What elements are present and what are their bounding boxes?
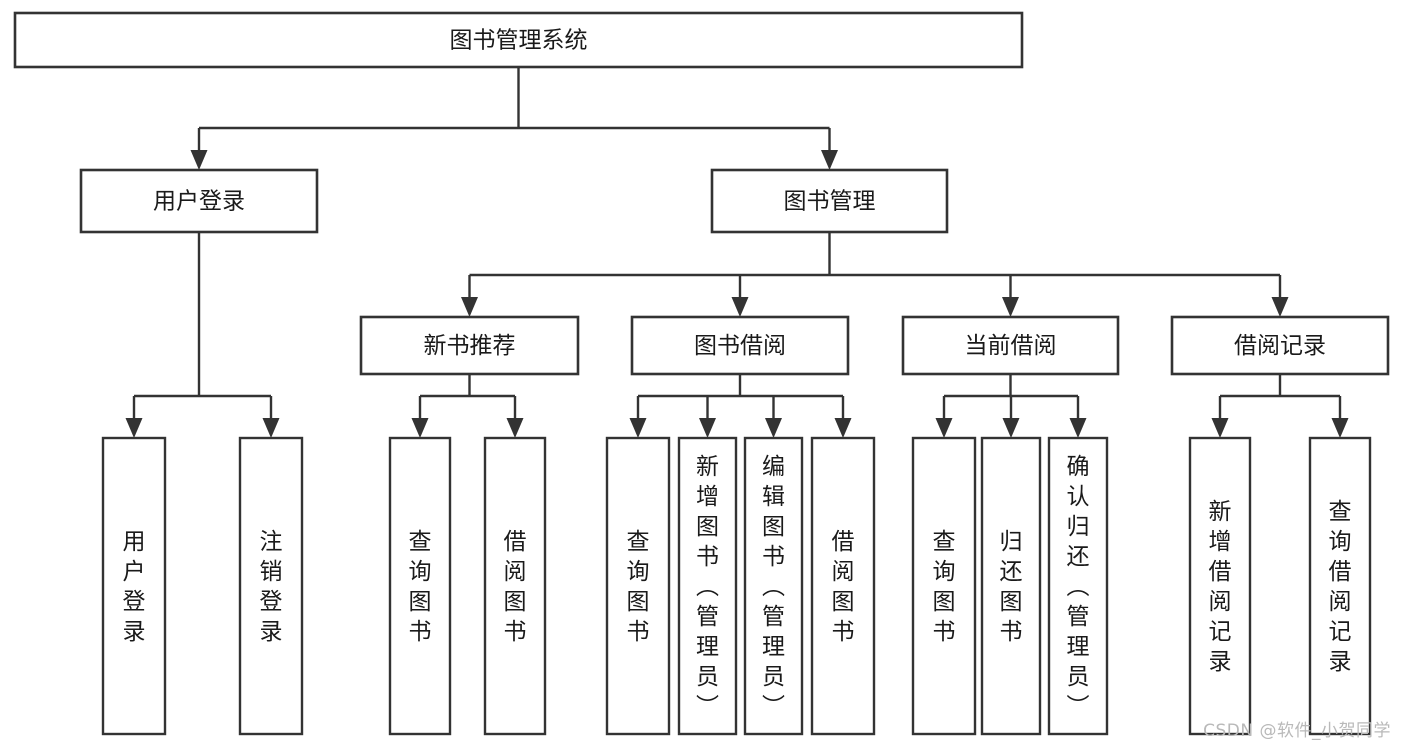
node-box-leaf-current-return[interactable] — [980, 436, 1042, 736]
arrow-head-icon — [834, 418, 852, 438]
arrow-head-icon — [411, 418, 429, 438]
node-leaf-borrow-query[interactable]: 查询图书 — [605, 436, 671, 736]
node-leaf-current-return[interactable]: 归还图书 — [980, 436, 1042, 736]
edge-group-borrow-record — [1211, 374, 1349, 438]
node-label-leaf-recommend-borrow: 借阅图书 — [504, 529, 527, 645]
node-box-book-borrow[interactable] — [630, 315, 850, 376]
node-leaf-recommend-query[interactable]: 查询图书 — [388, 436, 452, 736]
node-box-leaf-borrow-do[interactable] — [810, 436, 876, 736]
edge-group-current-borrow — [935, 374, 1087, 438]
connector-layer — [125, 67, 1349, 438]
node-leaf-recommend-borrow[interactable]: 借阅图书 — [483, 436, 547, 736]
arrow-head-icon — [731, 297, 749, 317]
node-label-book-manage: 图书管理 — [784, 189, 876, 215]
node-box-current-borrow[interactable] — [901, 315, 1120, 376]
node-leaf-borrow-add[interactable]: 新增图书︵管理员︶ — [677, 436, 738, 736]
node-box-new-book-recommend[interactable] — [359, 315, 580, 376]
node-box-root[interactable] — [13, 11, 1024, 69]
node-box-leaf-user-login[interactable] — [101, 436, 167, 736]
node-box-leaf-record-query[interactable] — [1308, 436, 1372, 736]
node-box-leaf-recommend-query[interactable] — [388, 436, 452, 736]
edge-group-book-borrow — [629, 374, 852, 438]
node-label-leaf-user-logout: 注销登录 — [260, 529, 283, 645]
arrow-head-icon — [699, 418, 716, 438]
arrow-head-icon — [935, 418, 953, 438]
node-leaf-current-confirm[interactable]: 确认归还︵管理员︶ — [1047, 436, 1109, 736]
node-label-leaf-recommend-query: 查询图书 — [409, 529, 432, 645]
node-book-borrow[interactable]: 图书借阅 — [630, 315, 850, 376]
node-label-leaf-borrow-add: 新增图书︵管理员︶ — [696, 454, 719, 720]
node-box-leaf-borrow-query[interactable] — [605, 436, 671, 736]
node-current-borrow[interactable]: 当前借阅 — [901, 315, 1120, 376]
node-leaf-user-logout[interactable]: 注销登录 — [238, 436, 304, 736]
edge-group-root — [190, 67, 838, 170]
node-leaf-user-login[interactable]: 用户登录 — [101, 436, 167, 736]
node-label-user-login: 用户登录 — [153, 189, 245, 215]
node-user-login[interactable]: 用户登录 — [79, 168, 319, 234]
node-label-leaf-borrow-edit: 编辑图书︵管理员︶ — [762, 454, 785, 720]
arrow-head-icon — [1331, 418, 1349, 438]
node-leaf-record-add[interactable]: 新增借阅记录 — [1188, 436, 1252, 736]
arrow-head-icon — [506, 418, 524, 438]
arrow-head-icon — [1069, 418, 1087, 438]
node-new-book-recommend[interactable]: 新书推荐 — [359, 315, 580, 376]
node-label-book-borrow: 图书借阅 — [694, 333, 786, 359]
edge-group-new-book-recommend — [411, 374, 524, 438]
node-box-user-login[interactable] — [79, 168, 319, 234]
arrow-head-icon — [461, 297, 478, 317]
node-label-leaf-record-add: 新增借阅记录 — [1209, 499, 1232, 675]
arrow-head-icon — [821, 150, 838, 170]
node-book-manage[interactable]: 图书管理 — [710, 168, 949, 234]
arrow-head-icon — [190, 150, 208, 170]
node-borrow-record[interactable]: 借阅记录 — [1170, 315, 1390, 376]
node-label-borrow-record: 借阅记录 — [1234, 333, 1326, 359]
arrow-head-icon — [629, 418, 647, 438]
node-label-leaf-user-login: 用户登录 — [123, 529, 146, 645]
node-root[interactable]: 图书管理系统 — [13, 11, 1024, 69]
arrow-head-icon — [1271, 297, 1289, 317]
csdn-watermark: CSDN @软件_小贺同学 — [1203, 721, 1391, 741]
node-box-leaf-record-add[interactable] — [1188, 436, 1252, 736]
node-leaf-current-query[interactable]: 查询图书 — [911, 436, 977, 736]
node-layer: 图书管理系统用户登录图书管理新书推荐图书借阅当前借阅借阅记录用户登录注销登录查询… — [13, 11, 1390, 736]
edge-group-book-manage — [461, 232, 1289, 317]
node-box-book-manage[interactable] — [710, 168, 949, 234]
edge-group-user-login — [125, 232, 280, 438]
node-label-leaf-record-query: 查询借阅记录 — [1329, 499, 1352, 675]
node-box-leaf-current-confirm[interactable] — [1047, 436, 1109, 736]
arrow-head-icon — [1211, 418, 1229, 438]
node-box-leaf-current-query[interactable] — [911, 436, 977, 736]
node-box-leaf-borrow-edit[interactable] — [743, 436, 804, 736]
node-label-leaf-borrow-do: 借阅图书 — [832, 529, 855, 645]
node-box-leaf-recommend-borrow[interactable] — [483, 436, 547, 736]
arrow-head-icon — [765, 418, 782, 438]
arrow-head-icon — [262, 418, 280, 438]
node-leaf-borrow-do[interactable]: 借阅图书 — [810, 436, 876, 736]
node-label-leaf-current-return: 归还图书 — [1000, 529, 1023, 645]
node-label-leaf-borrow-query: 查询图书 — [627, 529, 650, 645]
node-label-root: 图书管理系统 — [450, 28, 588, 54]
node-box-leaf-borrow-add[interactable] — [677, 436, 738, 736]
node-label-leaf-current-confirm: 确认归还︵管理员︶ — [1067, 454, 1090, 720]
node-leaf-record-query[interactable]: 查询借阅记录 — [1308, 436, 1372, 736]
arrow-head-icon — [125, 418, 143, 438]
node-label-current-borrow: 当前借阅 — [965, 333, 1057, 359]
node-label-new-book-recommend: 新书推荐 — [424, 333, 516, 359]
node-box-leaf-user-logout[interactable] — [238, 436, 304, 736]
node-label-leaf-current-query: 查询图书 — [933, 529, 956, 645]
arrow-head-icon — [1002, 418, 1020, 438]
node-leaf-borrow-edit[interactable]: 编辑图书︵管理员︶ — [743, 436, 804, 736]
node-box-borrow-record[interactable] — [1170, 315, 1390, 376]
arrow-head-icon — [1002, 297, 1019, 317]
